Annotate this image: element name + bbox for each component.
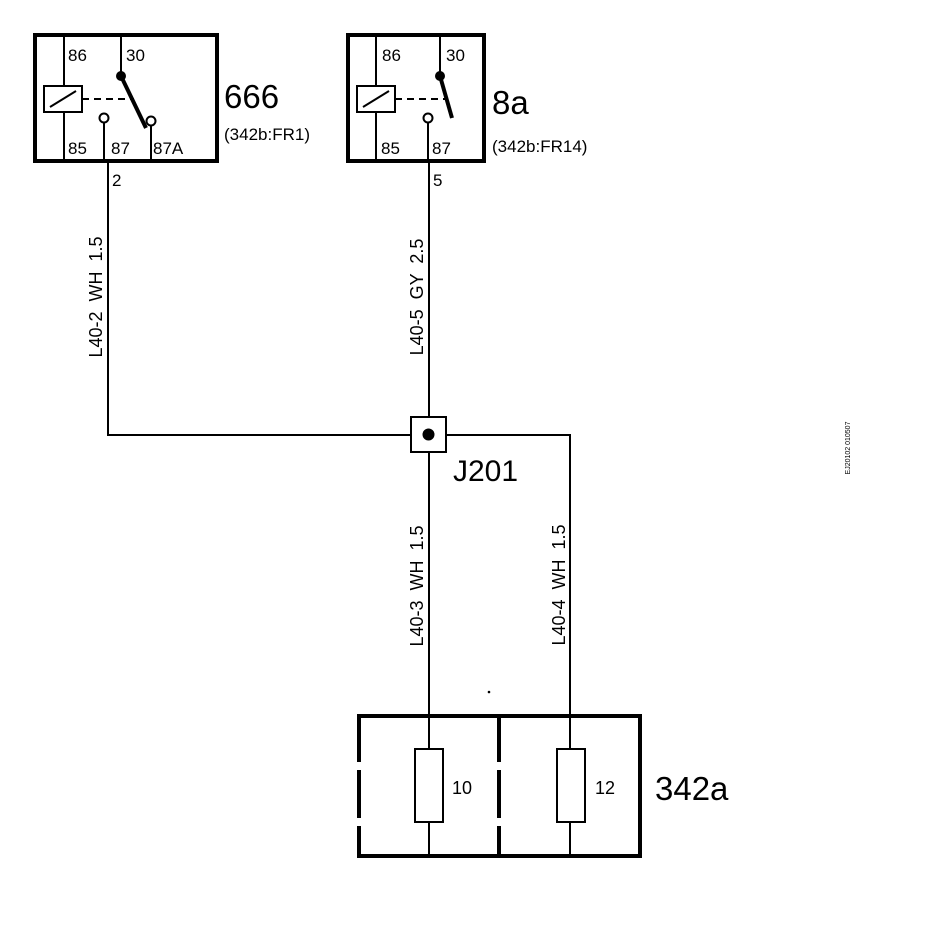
junction-j201-label: J201 [453,455,518,488]
relay-8a-location: (342b:FR14) [492,137,587,156]
relay-8a-coil-slash [362,90,390,108]
wire-l40-2 [107,161,429,436]
svg-text:L40-2 WH 1.5: L40-2 WH 1.5 [86,236,106,357]
wire-label-l40-5: L40-5 GY 2.5 [407,239,427,356]
relay-666-pin-86: 86 [68,46,87,65]
wiring: J201 L40-2 WH 1.5 L40-5 GY 2.5 L40-3 WH … [86,161,571,856]
drawing-id: EJ20102 010507 [845,421,852,474]
relay-8a-frame [346,33,486,163]
relay-666-contact-87 [98,112,110,124]
relay-666-switch-arm [119,75,148,129]
svg-text:L40-3 WH 1.5: L40-3 WH 1.5 [407,525,427,646]
svg-text:L40-5 GY 2.5: L40-5 GY 2.5 [407,239,427,356]
relay-666-pin-87a: 87A [153,139,184,158]
relay-8a-pin-86: 86 [382,46,401,65]
svg-text:EJ20102 010507: EJ20102 010507 [845,421,852,474]
fuse-box-id: 342a [655,770,729,807]
relay-666: 86 30 85 87 87A 666 (342b:FR1) 2 [33,33,310,190]
svg-text:L40-4 WH 1.5: L40-4 WH 1.5 [549,524,569,645]
wire-label-l40-2: L40-2 WH 1.5 [86,236,106,357]
junction-j201-dot [422,428,435,441]
relay-8a-pin-30: 30 [446,46,465,65]
relay-666-pin-30: 30 [126,46,145,65]
relay-8a-id: 8a [492,84,529,121]
relay-8a-pin-87: 87 [432,139,451,158]
relay-8a-contact-87 [422,112,434,124]
relay-666-contact-87a [145,115,157,127]
relay-666-frame [33,33,219,163]
fuse-12 [556,748,586,823]
relay-666-id: 666 [224,78,279,115]
relay-666-pin-85: 85 [68,139,87,158]
relay-666-coil-slash [49,90,77,108]
relay-666-location: (342b:FR1) [224,125,310,144]
speck [487,690,491,694]
relay-666-pin-87: 87 [111,139,130,158]
fuse-12-label: 12 [595,778,615,798]
fuse-box-342a: 10 12 342a [357,714,729,858]
relay-8a: 86 30 85 87 8a (342b:FR14) 5 [346,33,587,190]
fuse-10-label: 10 [452,778,472,798]
relay-666-terminal: 2 [112,171,121,190]
relay-8a-switch-arm [438,75,454,119]
wire-label-l40-3: L40-3 WH 1.5 [407,525,427,646]
wire-label-l40-4: L40-4 WH 1.5 [549,524,569,645]
fuse-10 [414,748,444,823]
relay-8a-terminal: 5 [433,171,442,190]
relay-8a-pin-85: 85 [381,139,400,158]
